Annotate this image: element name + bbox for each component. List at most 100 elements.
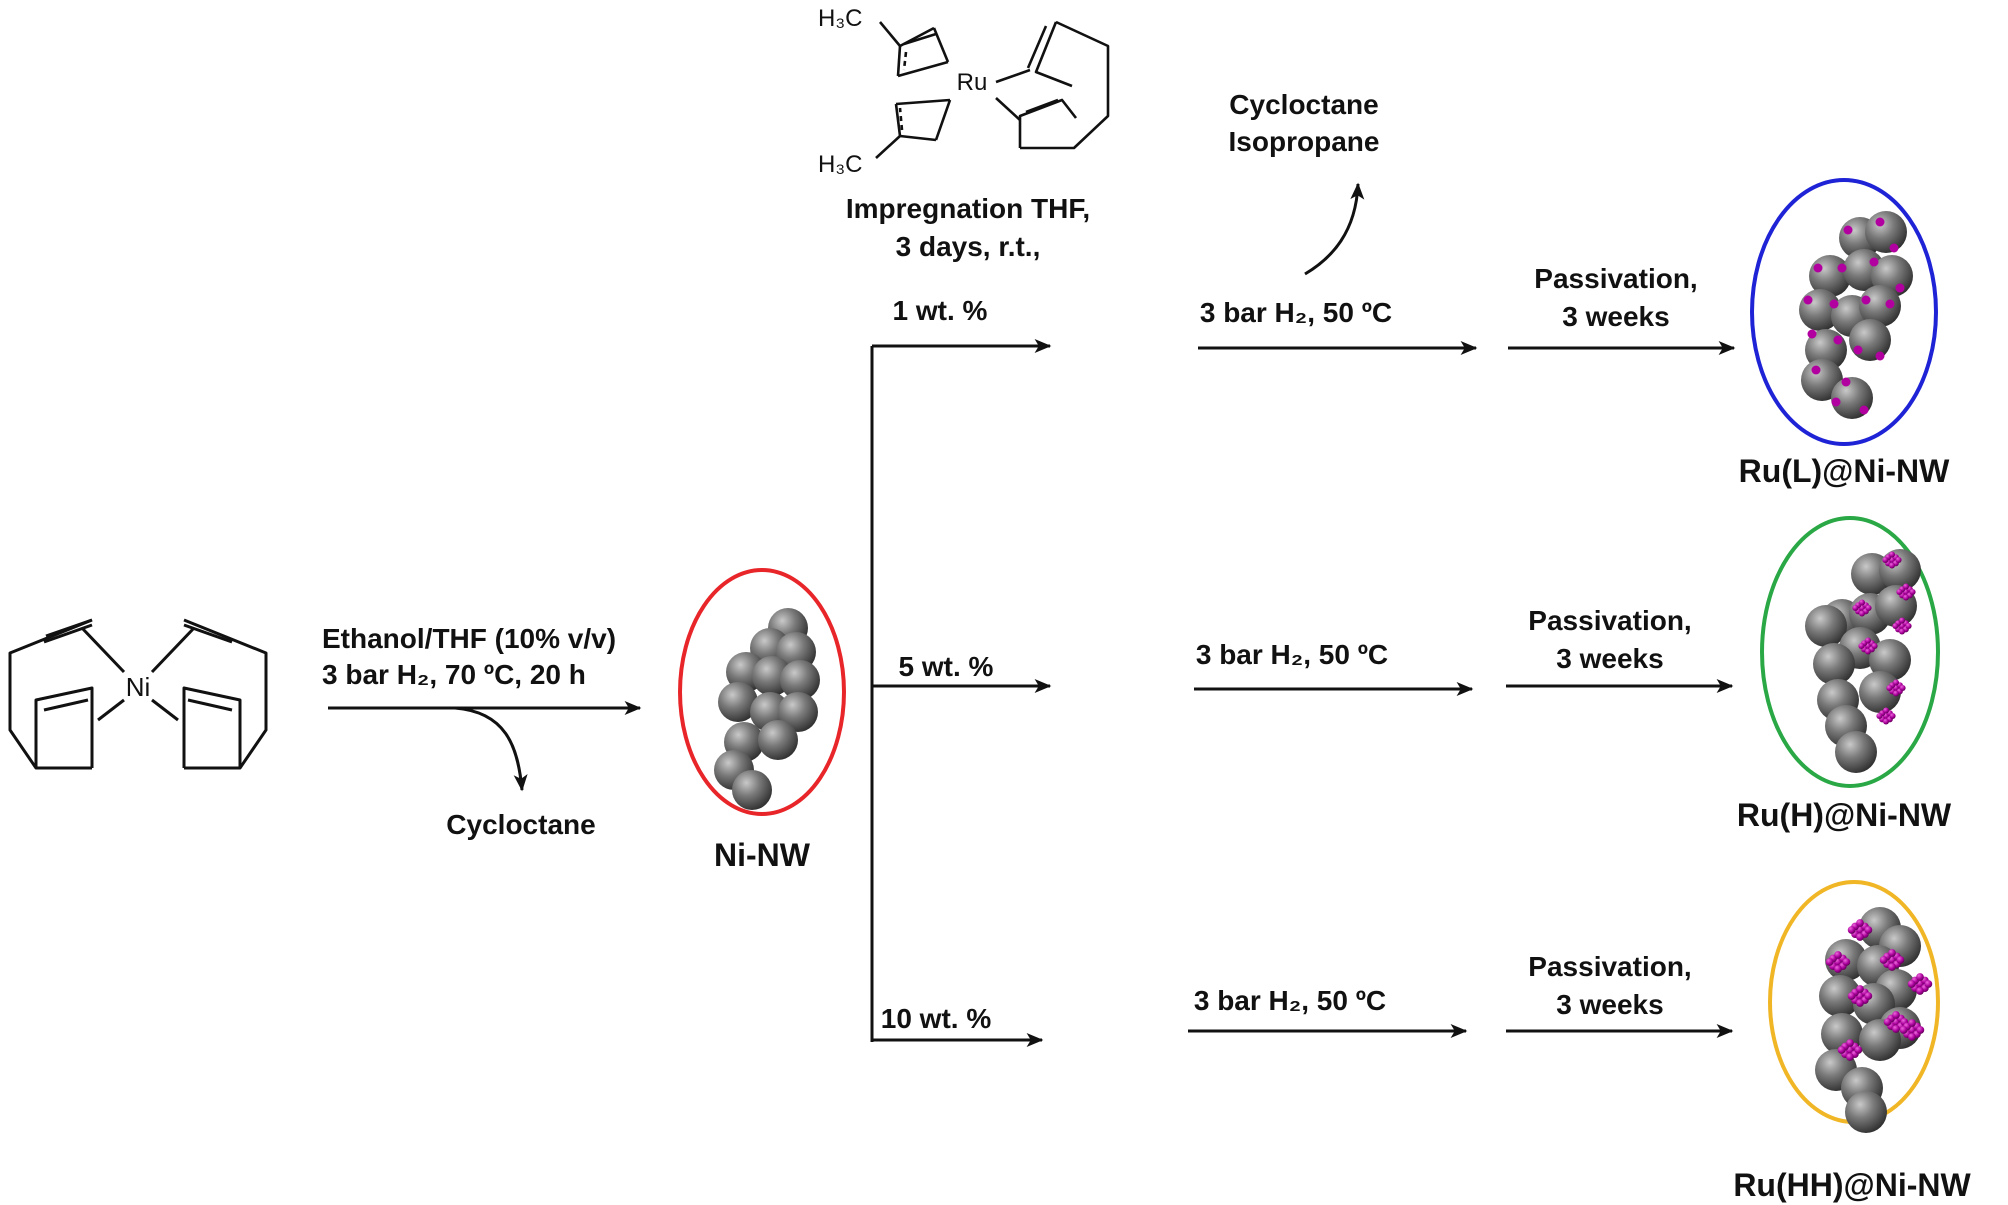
ruthenium-dot (1895, 283, 1905, 293)
ruthenium-cluster-particle (1879, 956, 1888, 964)
branch-2: 5 wt. % 3 bar H₂, 50 ºC Passivation, 3 w… (872, 516, 1952, 833)
nickel-sphere (1819, 975, 1861, 1017)
step1-byproduct-arrow (454, 706, 528, 792)
ruthenium-dot (1841, 377, 1851, 387)
ru-methyl-top-label: H₃C (818, 5, 862, 32)
ruthenium-cluster-particle (1825, 958, 1834, 966)
ruthenium-cluster-particle (1876, 712, 1883, 720)
ruthenium-dot (1807, 329, 1817, 339)
nickel-sphere (780, 660, 820, 700)
top-byproduct-label-1: Cycloctane (1229, 89, 1378, 120)
ruthenium-cluster-particle (1847, 926, 1856, 934)
ru-l-nanowire-icon (1799, 211, 1913, 419)
ruthenium-cluster-particle (1889, 712, 1896, 720)
ruthenium-cluster-particle (1905, 622, 1912, 630)
nickel-sphere (1859, 671, 1901, 713)
branch-1-passivation-time: 3 weeks (1562, 301, 1669, 332)
step1-byproduct-label: Cycloctane (446, 809, 595, 840)
ni-nw-label: Ni-NW (714, 837, 811, 873)
nickel-sphere (1835, 731, 1877, 773)
branch-1-loading-label: 1 wt. % (893, 295, 988, 326)
ruthenium-cluster-particle (1916, 973, 1924, 981)
impregnation-time-label: 3 days, r.t., (896, 231, 1041, 262)
ruthenium-cluster-particle (1864, 648, 1872, 655)
branch-3-loading-label: 10 wt. % (881, 1003, 992, 1034)
nickel-sphere (1805, 605, 1847, 647)
ru-hh-product-label: Ru(HH)@Ni-NW (1733, 1167, 1971, 1203)
ruthenium-cluster-particle (1882, 556, 1889, 564)
branch-2-conditions-label: 3 bar H₂, 50 ºC (1196, 639, 1388, 670)
ruthenium-cluster-particle (1846, 1053, 1854, 1061)
ruthenium-cluster-particle (1847, 992, 1856, 1000)
branch-2-loading-label: 5 wt. % (899, 651, 994, 682)
nickel-sphere (778, 692, 818, 732)
ruthenium-cluster-particle (1846, 1039, 1854, 1047)
ruthenium-cluster-particle (1902, 583, 1910, 590)
ruthenium-dot (1833, 335, 1843, 345)
ruthenium-dot (1861, 295, 1871, 305)
ru-l-ring (1750, 178, 1938, 446)
nickel-sphere (1845, 1091, 1887, 1133)
ruthenium-cluster-particle (1888, 963, 1896, 971)
ruthenium-dot (1837, 263, 1847, 273)
ruthenium-dot (1885, 299, 1895, 309)
step1-solvent-label: Ethanol/THF (10% v/v) (322, 623, 616, 654)
nickel-sphere (1879, 549, 1921, 591)
ruthenium-cluster-particle (1852, 604, 1859, 612)
branch-1: 1 wt. % 3 bar H₂, 50 ºC Passivation, 3 w… (872, 178, 1950, 489)
nickel-sphere (718, 682, 758, 722)
ruthenium-cluster-particle (1902, 594, 1910, 601)
ru-hh-nanowire-icon (1815, 907, 1933, 1133)
nickel-sphere (1869, 639, 1911, 681)
ruthenium-cluster-particle (1898, 617, 1906, 624)
ruthenium-cluster-particle (1856, 985, 1864, 993)
ruthenium-cluster-particle (1886, 684, 1893, 692)
step1-conditions-label: 3 bar H₂, 70 ºC, 20 h (322, 659, 586, 690)
ruthenium-cluster-particle (1864, 637, 1872, 644)
ruthenium-dot (1875, 351, 1885, 361)
ruthenium-cluster-particle (1895, 556, 1902, 564)
nickel-sphere (1813, 643, 1855, 685)
ruthenium-cluster-particle (1834, 965, 1842, 973)
ruthenium-cluster-particle (1898, 628, 1906, 635)
ni-nanowire-icon (714, 608, 820, 810)
branch-1-passivation-label: Passivation, (1534, 263, 1697, 294)
ruthenium-dot (1831, 397, 1841, 407)
ruthenium-cluster-particle (1907, 980, 1916, 988)
nickel-sphere (1859, 285, 1901, 327)
branch-3-conditions-label: 3 bar H₂, 50 ºC (1194, 985, 1386, 1016)
ruthenium-dot (1859, 405, 1869, 415)
ru-h-product-label: Ru(H)@Ni-NW (1737, 797, 1952, 833)
ruthenium-cluster-particle (1856, 999, 1864, 1007)
ruthenium-cluster-particle (1865, 604, 1872, 612)
ruthenium-cluster-particle (1837, 1046, 1846, 1054)
branch-2-passivation-label: Passivation, (1528, 605, 1691, 636)
ruthenium-cluster-particle (1888, 551, 1896, 558)
nickel-sphere (1849, 319, 1891, 361)
ruthenium-dot (1853, 345, 1863, 355)
impregnation-label: Impregnation THF, (846, 193, 1090, 224)
top-byproduct-label-2: Isopropane (1229, 126, 1380, 157)
ruthenium-cluster-particle (1858, 642, 1865, 650)
ruthenium-cluster-particle (1856, 933, 1864, 941)
ruthenium-cluster-particle (1842, 958, 1851, 966)
ru-l-product-label: Ru(L)@Ni-NW (1739, 453, 1950, 489)
ruthenium-cluster-particle (1834, 951, 1842, 959)
ruthenium-cluster-particle (1864, 992, 1873, 1000)
ruthenium-cluster-particle (1871, 642, 1878, 650)
ruthenium-cluster-particle (1916, 1026, 1925, 1034)
ni-nw-ring (678, 568, 846, 816)
ruthenium-cluster-particle (1892, 1025, 1900, 1033)
ruthenium-atom-label: Ru (957, 69, 988, 96)
ruthenium-cluster-particle (1882, 718, 1890, 725)
ru-methyl-bottom-label: H₃C (818, 151, 862, 178)
ruthenium-cluster-particle (1909, 588, 1916, 596)
ruthenium-dot (1813, 263, 1823, 273)
ruthenium-cluster-particle (1888, 562, 1896, 569)
ruthenium-cluster-particle (1896, 588, 1903, 596)
ruthenium-cluster-particle (1892, 679, 1900, 686)
ru-cod-methylallyl-complex-icon (875, 20, 1110, 159)
ruthenium-dot (1811, 365, 1821, 375)
ni-cod2-complex-icon (8, 618, 268, 770)
